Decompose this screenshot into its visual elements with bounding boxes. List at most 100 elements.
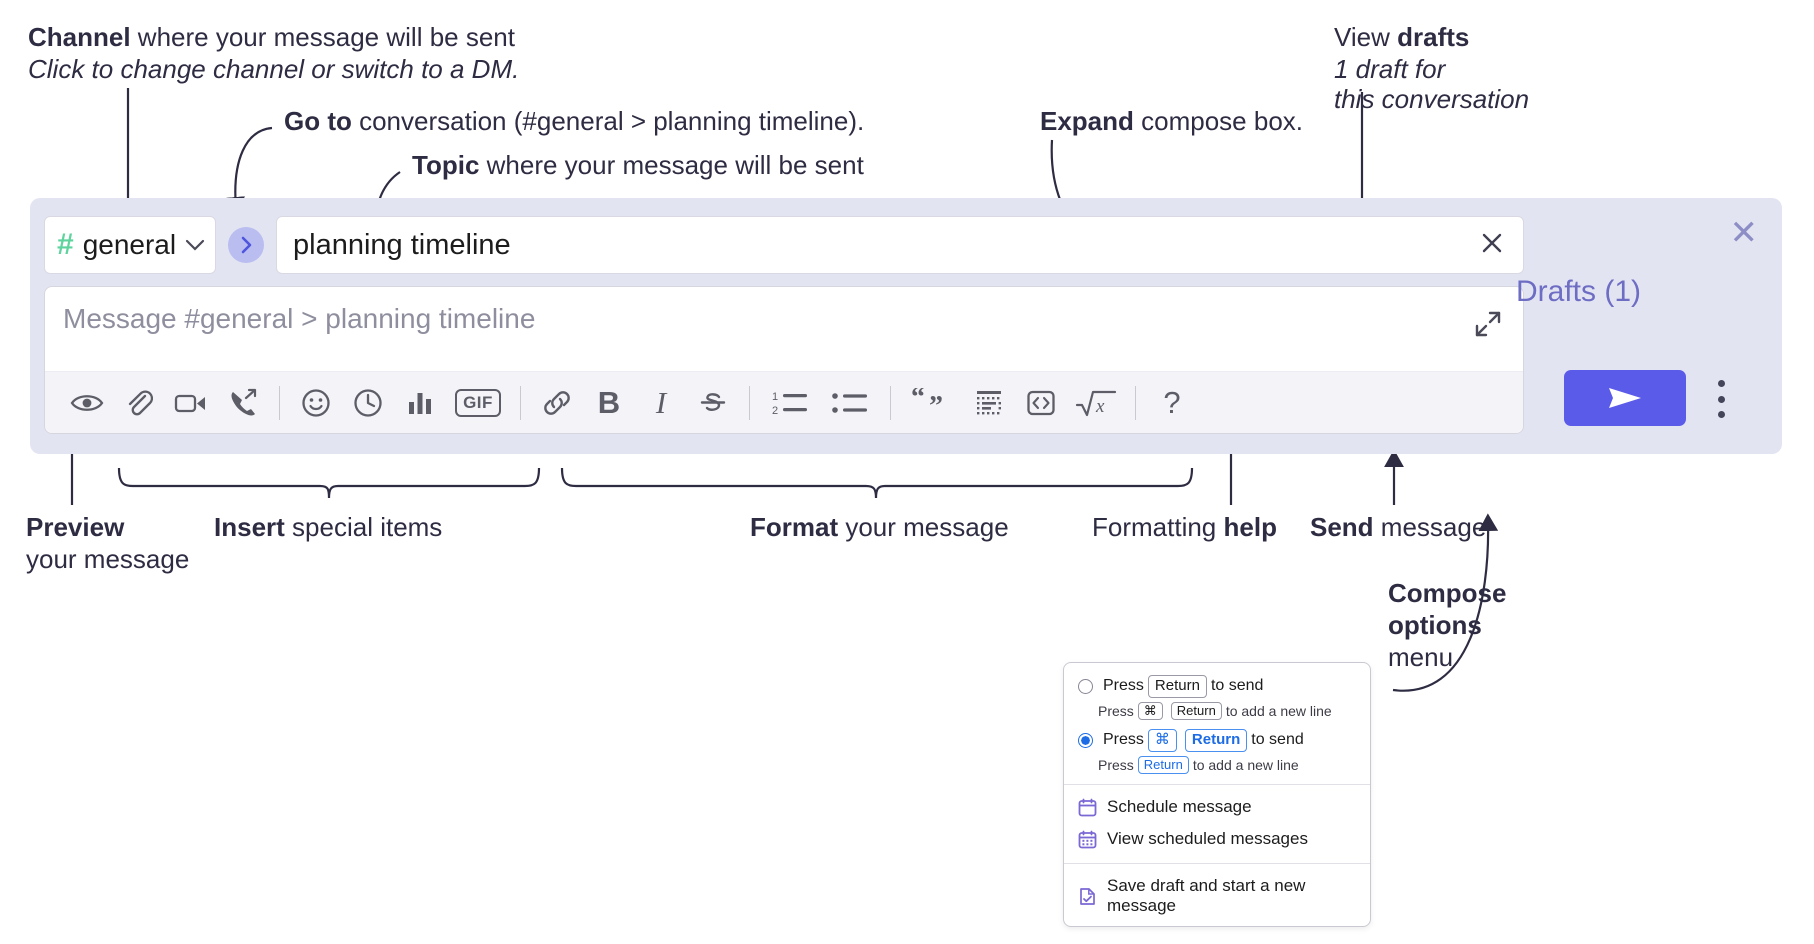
menu-divider-2 <box>1064 863 1370 864</box>
annotation-expand-bold: Expand <box>1040 106 1134 136</box>
send-option-return-sub: Press ⌘ Return to add a new line <box>1064 700 1370 722</box>
annotation-send-rest: message <box>1373 512 1487 542</box>
compose-header-row: # general planning timeline <box>44 214 1524 276</box>
annotation-topic: Topic where your message will be sent <box>412 150 864 182</box>
annotation-goto-bold: Go to <box>284 106 352 136</box>
sub-post-2: to add a new line <box>1192 756 1299 773</box>
drafts-link[interactable]: Drafts (1) <box>1516 275 1642 308</box>
channel-selector[interactable]: # general <box>44 216 216 274</box>
italic-label: I <box>655 384 667 420</box>
bold-label: B <box>597 384 621 420</box>
compose-options-menu-button[interactable] <box>1706 380 1736 418</box>
annotation-channel-sub-text: Click to change channel or switch to a D… <box>28 54 520 84</box>
radio-cmd-return[interactable] <box>1078 732 1093 748</box>
strikethrough-icon[interactable] <box>687 379 739 427</box>
annotation-compose-bold2: options <box>1388 610 1482 640</box>
clear-topic-icon[interactable] <box>1477 228 1507 263</box>
math-icon[interactable]: x <box>1067 379 1125 427</box>
attachment-icon[interactable] <box>113 379 165 427</box>
toolbar-divider-5 <box>1135 385 1136 420</box>
send-button[interactable] <box>1564 370 1686 426</box>
svg-text:x: x <box>1095 396 1105 417</box>
calendar-grid-icon <box>1078 830 1097 849</box>
kebab-dot-1 <box>1717 380 1725 387</box>
audio-call-icon[interactable] <box>217 379 269 427</box>
menu-item-schedule-message[interactable]: Schedule message <box>1064 791 1370 823</box>
annotation-drafts-bold: drafts <box>1397 22 1470 52</box>
compose-panel: ✕ # general planning timeline <box>30 198 1782 454</box>
preview-icon[interactable] <box>61 379 113 427</box>
annotation-compose-1: Compose <box>1388 578 1506 610</box>
send-option-cmd-return[interactable]: Press ⌘ Return to send <box>1064 727 1370 754</box>
svg-text:“: “ <box>911 388 925 413</box>
annotation-insert-rest: special items <box>284 512 443 542</box>
code-block-icon[interactable] <box>963 379 1015 427</box>
annotation-compose-bold1: Compose <box>1388 578 1507 608</box>
toolbar-divider-4 <box>890 385 891 420</box>
send-option-return[interactable]: Press Return to send <box>1064 673 1370 700</box>
video-icon[interactable] <box>165 379 217 427</box>
toolbar-divider <box>279 385 280 420</box>
sub-pre-2: Press <box>1098 756 1134 773</box>
link-icon[interactable] <box>531 379 583 427</box>
kebab-dot-3 <box>1717 411 1725 418</box>
send-option-return-pre: Press <box>1103 677 1144 695</box>
annotation-channel-rest: where your message will be sent <box>130 22 515 52</box>
annotation-goto-rest: conversation (#general > planning timeli… <box>351 106 865 136</box>
key-return-sub-2: Return <box>1137 755 1189 774</box>
menu-item-save-draft[interactable]: Save draft and start a new message <box>1064 870 1370 922</box>
annotation-send-bold: Send <box>1310 512 1374 542</box>
sub-post: to add a new line <box>1225 702 1332 719</box>
sub-pre: Press <box>1098 702 1134 719</box>
close-icon[interactable]: ✕ <box>1729 214 1759 252</box>
italic-icon[interactable]: I <box>635 379 687 427</box>
emoji-icon[interactable] <box>290 379 342 427</box>
save-draft-icon <box>1078 887 1097 906</box>
hash-icon: # <box>57 228 74 261</box>
radio-return[interactable] <box>1078 678 1093 694</box>
annotation-compose-3: menu <box>1388 642 1453 674</box>
message-placeholder: Message #general > planning timeline <box>63 303 536 334</box>
message-input[interactable]: Message #general > planning timeline <box>45 287 1523 371</box>
menu-item-label: Schedule message <box>1107 797 1252 816</box>
annotation-drafts-sub2-text: this conversation <box>1334 84 1530 114</box>
annotation-help: Formatting help <box>1092 512 1277 544</box>
menu-divider-1 <box>1064 784 1370 785</box>
bulleted-list-icon[interactable] <box>820 379 880 427</box>
formatting-toolbar: GIF B I <box>45 371 1523 433</box>
annotation-expand-rest: compose box. <box>1133 106 1304 136</box>
annotation-drafts-sub1: 1 draft for <box>1334 54 1445 86</box>
key-return-sub: Return <box>1170 701 1222 720</box>
help-icon[interactable]: ? <box>1146 379 1198 427</box>
toolbar-divider-3 <box>749 385 750 420</box>
send-option-return-post: to send <box>1210 677 1264 695</box>
svg-text:1: 1 <box>772 391 778 403</box>
annotation-preview-sub-text: your message <box>26 544 190 574</box>
menu-item-view-scheduled[interactable]: View scheduled messages <box>1064 823 1370 855</box>
annotation-send: Send message <box>1310 512 1486 544</box>
gif-label: GIF <box>455 388 501 417</box>
clock-icon[interactable] <box>342 379 394 427</box>
topic-field[interactable]: planning timeline <box>276 216 1524 274</box>
gif-icon[interactable]: GIF <box>446 379 510 427</box>
annotation-drafts: View drafts <box>1334 22 1469 54</box>
goto-conversation-button[interactable] <box>228 227 264 263</box>
blockquote-icon[interactable]: “ ” <box>901 379 963 427</box>
annotation-preview-sub: your message <box>26 544 189 576</box>
annotation-topic-bold: Topic <box>412 150 480 180</box>
annotation-compose-rest: menu <box>1388 642 1454 672</box>
annotation-topic-rest: where your message will be sent <box>479 150 864 180</box>
key-return-2: Return <box>1184 729 1248 752</box>
bold-icon[interactable]: B <box>583 379 635 427</box>
menu-item-label: View scheduled messages <box>1107 829 1308 848</box>
annotation-drafts-pre: View <box>1334 22 1398 52</box>
poll-icon[interactable] <box>394 379 446 427</box>
annotation-insert: Insert special items <box>214 512 442 544</box>
expand-icon[interactable] <box>1473 309 1503 344</box>
annotation-expand: Expand compose box. <box>1040 106 1303 138</box>
annotation-format-bold: Format <box>750 512 839 542</box>
code-icon[interactable] <box>1015 379 1067 427</box>
annotation-insert-bold: Insert <box>214 512 285 542</box>
send-option-cmd-pre: Press <box>1103 731 1144 749</box>
